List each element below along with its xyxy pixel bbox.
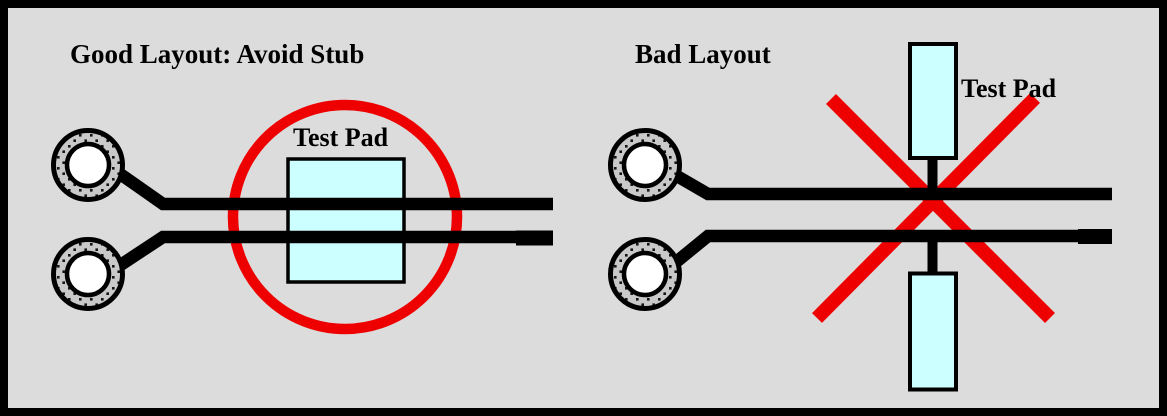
trace-good-top: [109, 163, 553, 211]
stub-bottom: [927, 234, 938, 276]
via-good-top-icon: [54, 131, 123, 200]
via-bad-top-icon: [611, 131, 680, 200]
via-bad-bottom-icon: [611, 240, 680, 309]
bad-x-stroke-1-icon: [826, 94, 1055, 323]
trace-bad-top: [666, 166, 1112, 201]
stub-top: [927, 152, 938, 200]
bad-layout-title: Bad Layout: [635, 39, 771, 69]
good-layout-title: Good Layout: Avoid Stub: [70, 39, 364, 69]
via-good-bottom-icon: [54, 240, 123, 309]
test-pad-bad-bottom: [908, 271, 958, 392]
test-pad-bad-top: [908, 42, 958, 160]
bad-layout-section: Bad Layout Test Pad: [611, 39, 1112, 392]
trace-good-bottom-endcap: [516, 230, 553, 246]
test-pad-good: [286, 157, 406, 284]
test-pad-label-good: Test Pad: [293, 123, 389, 152]
trace-good-bottom: [109, 230, 553, 276]
good-highlight-circle-icon: [227, 99, 463, 335]
trace-bad-bottom: [666, 229, 1112, 272]
good-layout-section: Good Layout: Avoid Stub Test Pad: [54, 39, 553, 335]
test-pad-label-bad: Test Pad: [961, 74, 1057, 103]
trace-bad-bottom-endcap: [1078, 229, 1112, 244]
bad-x-stroke-2-icon: [812, 93, 1040, 323]
